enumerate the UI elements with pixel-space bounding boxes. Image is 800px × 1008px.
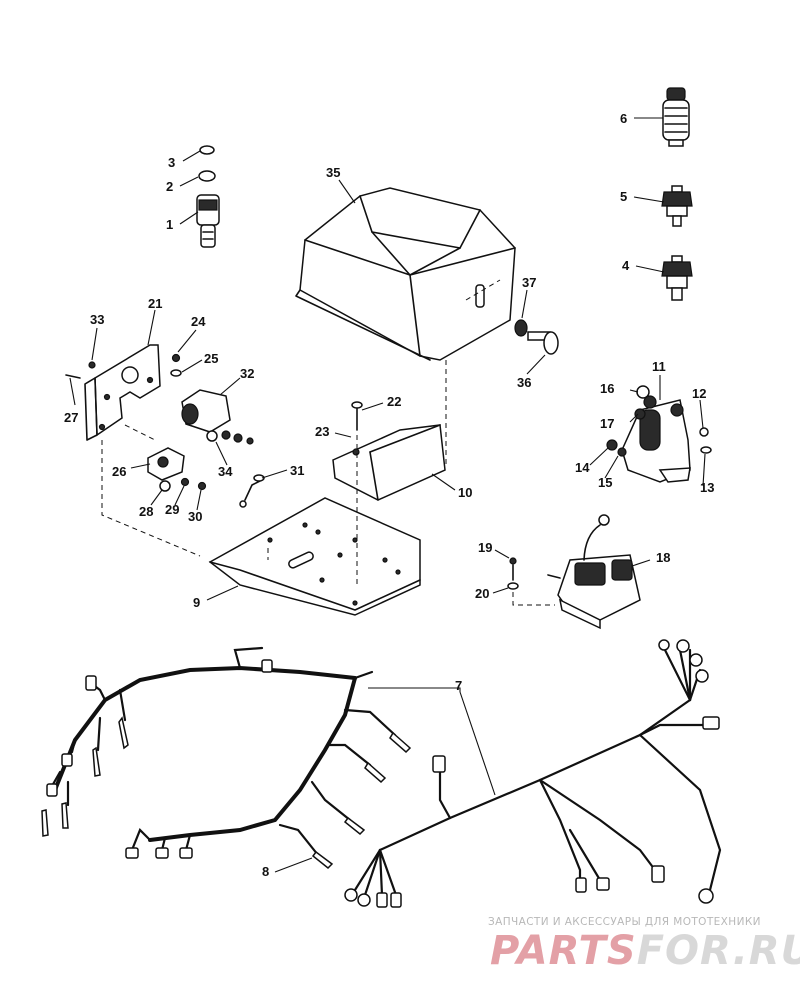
callout-4: 4 bbox=[622, 258, 630, 273]
callout-9: 9 bbox=[193, 595, 200, 610]
callout-28: 28 bbox=[139, 504, 153, 519]
assembly-lines bbox=[101, 279, 555, 606]
callout-19: 19 bbox=[478, 540, 492, 555]
callout-32: 32 bbox=[240, 366, 254, 381]
relay-part-18 bbox=[507, 514, 641, 630]
watermark-tagline: ЗАПЧАСТИ И АКСЕССУАРЫ ДЛЯ МОТОТЕХНИКИ bbox=[488, 916, 761, 928]
callout-23: 23 bbox=[315, 424, 329, 439]
callout-17: 17 bbox=[600, 416, 614, 431]
callout-24: 24 bbox=[191, 314, 206, 329]
callout-25: 25 bbox=[204, 351, 218, 366]
watermark-brand-right: FOR.RU bbox=[637, 928, 800, 974]
callout-15: 15 bbox=[598, 475, 612, 490]
cover-part-35 bbox=[295, 187, 516, 361]
callout-14: 14 bbox=[575, 460, 590, 475]
callout-7: 7 bbox=[455, 678, 462, 693]
sender-part-1 bbox=[196, 145, 220, 248]
callout-16: 16 bbox=[600, 381, 614, 396]
callout-33: 33 bbox=[90, 312, 104, 327]
callout-11: 11 bbox=[652, 359, 666, 374]
switch-part-32 bbox=[181, 389, 254, 445]
leader-lines bbox=[69, 117, 706, 873]
callout-12: 12 bbox=[692, 386, 706, 401]
switch-part-5 bbox=[661, 185, 693, 227]
solenoid-part-11 bbox=[606, 385, 712, 483]
callout-2: 2 bbox=[166, 179, 173, 194]
watermark: ЗАПЧАСТИ И АКСЕССУАРЫ ДЛЯ МОТОТЕХНИКИ PA… bbox=[488, 916, 800, 974]
callout-labels: 1 2 3 4 5 6 7 8 9 10 11 12 13 14 15 16 1… bbox=[64, 111, 714, 879]
switch-part-4 bbox=[661, 255, 693, 301]
callout-26: 26 bbox=[112, 464, 126, 479]
harness-part-8 bbox=[41, 646, 412, 870]
knob-part-36 bbox=[514, 319, 559, 355]
harness-part-7 bbox=[344, 639, 722, 908]
callout-29: 29 bbox=[165, 502, 179, 517]
callout-31: 31 bbox=[290, 463, 304, 478]
callout-18: 18 bbox=[656, 550, 670, 565]
callout-22: 22 bbox=[387, 394, 401, 409]
callout-5: 5 bbox=[620, 189, 627, 204]
callout-8: 8 bbox=[262, 864, 269, 879]
watermark-brand-left: PARTS bbox=[490, 928, 637, 974]
callout-35: 35 bbox=[326, 165, 340, 180]
callout-20: 20 bbox=[475, 586, 489, 601]
callout-34: 34 bbox=[218, 464, 233, 479]
bracket-part-10 bbox=[332, 401, 446, 501]
base-plate-part-9 bbox=[208, 497, 421, 616]
callout-37: 37 bbox=[522, 275, 536, 290]
callout-10: 10 bbox=[458, 485, 472, 500]
callout-30: 30 bbox=[188, 509, 202, 524]
switch-part-26 bbox=[147, 447, 265, 508]
plunger-boot-part-6 bbox=[662, 87, 690, 147]
callout-3: 3 bbox=[168, 155, 175, 170]
callout-13: 13 bbox=[700, 480, 714, 495]
callout-6: 6 bbox=[620, 111, 627, 126]
callout-21: 21 bbox=[148, 296, 162, 311]
callout-27: 27 bbox=[64, 410, 78, 425]
bracket-part-21 bbox=[65, 344, 182, 441]
callout-1: 1 bbox=[166, 217, 173, 232]
watermark-brand: PARTSFOR.RU bbox=[490, 928, 800, 974]
callout-36: 36 bbox=[517, 375, 531, 390]
